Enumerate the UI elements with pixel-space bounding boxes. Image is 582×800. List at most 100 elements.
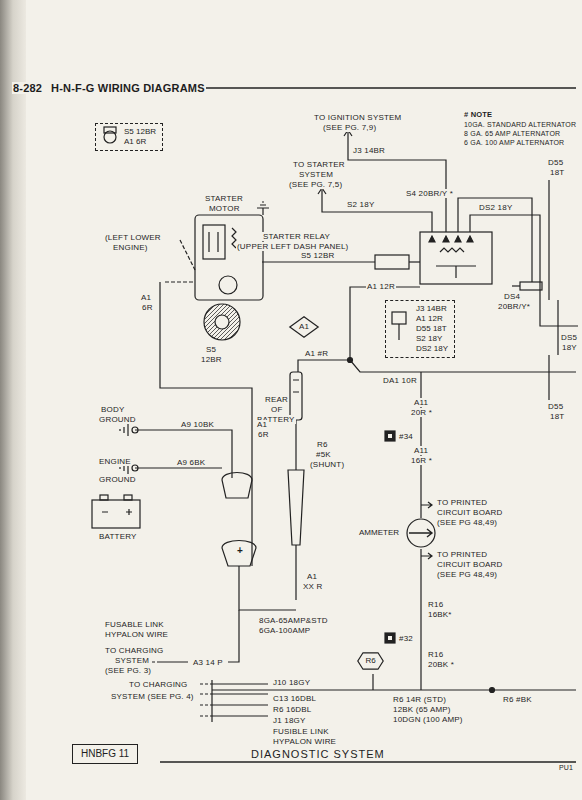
node-text: D55 18T [416, 324, 448, 334]
wire-label: HYPALON WIRE [272, 737, 337, 746]
wire-label: 6GA-100AMP [258, 626, 311, 635]
page-binding [0, 0, 26, 800]
wire-label: 18T [549, 412, 565, 421]
wire-label: 12BR [200, 355, 223, 364]
wire-label: 10DGN (100 AMP) [392, 715, 464, 724]
wire-label: ENGINE [98, 457, 132, 466]
wire-label: TO CHARGING [104, 646, 165, 655]
page-title: H-N-F-G WIRING DIAGRAMS [50, 82, 206, 94]
wire-label: PU1 [558, 764, 574, 772]
node-text: DS2 18Y [416, 344, 448, 354]
wire-label: R6 #BK [502, 695, 533, 704]
wire-label: DA1 10R [382, 376, 418, 385]
wire-label: TO CHARGING [128, 680, 189, 689]
wire-label: A1 [256, 420, 268, 429]
wire-label: R16 [427, 600, 444, 609]
wire-label: (SHUNT) [309, 460, 345, 469]
splice-diamond: A1 [289, 316, 319, 338]
wire-label: OF [270, 405, 284, 414]
node-text: HNBFG 11 [81, 748, 129, 760]
wire-label: + [236, 545, 244, 556]
wire-label: HYPALON WIRE [104, 630, 169, 639]
wire-label: 20R * [410, 408, 433, 417]
wire-label: CIRCUIT BOARD [436, 508, 504, 517]
wire-label: STARTER [204, 194, 244, 203]
wire-label: 20BR/Y* [497, 302, 531, 311]
wire-label: TO PRINTED [436, 550, 488, 559]
wire-label: (SEE PG. 7,5) [288, 180, 343, 189]
wire-label: STARTER RELAY [262, 232, 331, 241]
wire-label: TO STARTER [292, 160, 346, 169]
node-text: R6 [365, 656, 375, 666]
wire-label: 16R * [410, 456, 433, 465]
wire-label: BODY [100, 405, 125, 414]
node-text: A1 6R [124, 137, 156, 147]
wire-label: A1 [306, 572, 318, 581]
wire-label: TO IGNITION SYSTEM [313, 113, 402, 122]
wire-label: 8 GA. 65 AMP ALTERNATOR [463, 130, 561, 138]
page-caption: DIAGNOSTIC SYSTEM [250, 748, 386, 760]
wire-label: (SEE PG 48,49) [436, 570, 498, 579]
node-text: A1 12R [416, 314, 448, 324]
wire-label: S5 12BR [300, 251, 335, 260]
wire-label: A1 12R [366, 282, 396, 291]
wire-label: D55 [547, 158, 564, 167]
ammeter: AMMETER [359, 517, 437, 549]
wire-label: 18Y [561, 343, 578, 352]
wire-label: A1 [140, 293, 152, 302]
wire-label: SYSTEM [114, 656, 150, 665]
wire-label: ENGINE) [112, 243, 149, 252]
node-text: J3 14BR [416, 304, 448, 314]
wire-label: A9 6BK [176, 458, 206, 467]
page-code-box: HNBFG 11 [72, 744, 138, 764]
wire-label: A3 14 P [192, 658, 224, 667]
meter-needle [409, 529, 432, 537]
wire-label: SYSTEM (SEE PG. 4) [110, 692, 195, 701]
wire-label: 10GA. STANDARD ALTERNATOR [463, 121, 577, 129]
wire-label: J10 18GY [272, 678, 311, 687]
wire-label: (SEE PG 48,49) [436, 518, 498, 527]
wire-label: CIRCUIT BOARD [436, 560, 504, 569]
wire-label: (LEFT LOWER [104, 233, 162, 242]
wire-label: 20BK * [427, 660, 455, 669]
wire-label: #5K [315, 450, 332, 459]
wire-label: #34 [398, 432, 414, 441]
node-text: S2 18Y [416, 334, 448, 344]
wire-label: (SEE PG. 3) [104, 666, 152, 675]
node-text: AMMETER [359, 528, 399, 538]
wire-label: GROUND [98, 475, 137, 484]
wire-label: (SEE PG. 7,9) [322, 123, 377, 132]
wire-label: GROUND [98, 415, 137, 424]
wire-label: R16 [427, 650, 444, 659]
outline [358, 653, 383, 669]
wire-label: (UPPER LEFT DASH PANEL) [236, 242, 349, 251]
connector-box: J3 14BRA1 12RD55 18TS2 18YDS2 18Y [385, 300, 455, 358]
splice-hexagon: R6 [357, 652, 384, 670]
wire-label: MOTOR [208, 204, 241, 213]
wire-label: 6R [257, 430, 270, 439]
wire-label: DS4 [503, 292, 521, 301]
wire-label: TO PRINTED [436, 498, 488, 507]
wire-label: 18T [549, 168, 565, 177]
wire-label: C13 16DBL [272, 694, 317, 703]
wire-label: A11 [413, 398, 429, 407]
wire-label: 6R [141, 303, 154, 312]
wire-label: #32 [398, 634, 414, 643]
connector-box: S5 12BRA1 6R [95, 123, 163, 151]
wire-label: R6 [316, 440, 329, 449]
wire-label: J1 18GY [272, 716, 307, 725]
wire-label: FUSIBLE LINK [272, 727, 330, 736]
wire-label: S2 18Y [346, 200, 375, 209]
wire-label: 8GA-65AMP&STD [258, 616, 329, 625]
wire-label: A9 10BK [180, 420, 215, 429]
wire-label: A11 [413, 446, 429, 455]
wire-label: XX R [302, 582, 323, 591]
wire-label: SYSTEM [298, 170, 334, 179]
wire-label: A1 #R [304, 349, 329, 358]
meter-circle [407, 519, 435, 547]
wires [92, 88, 578, 762]
wire-label: REAR [264, 395, 289, 404]
wire-label: DS2 18Y [478, 203, 513, 212]
wire-label: S5 [205, 345, 217, 354]
wire-label: J3 14BR [352, 146, 386, 155]
